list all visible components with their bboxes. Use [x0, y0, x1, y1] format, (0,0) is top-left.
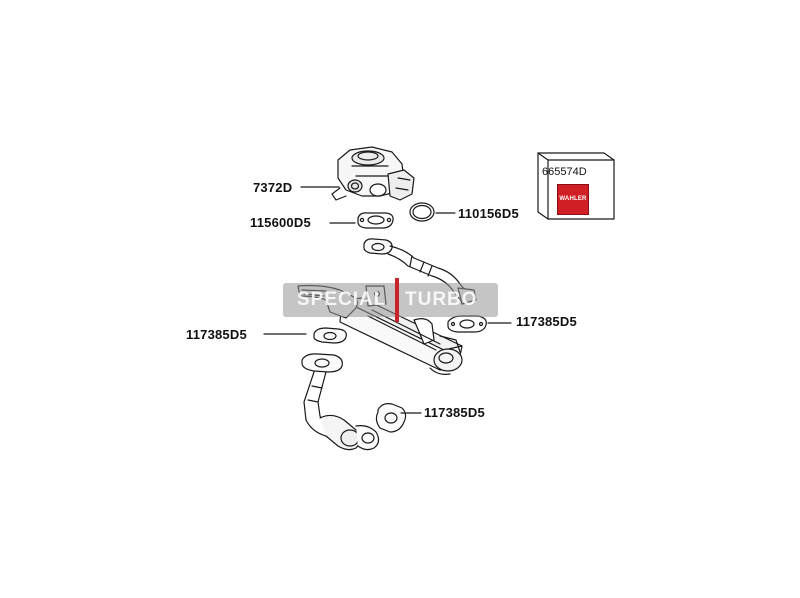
part-label-pipe-gasket-lower[interactable]: 117385D5 — [424, 405, 485, 420]
wahler-logo: WAHLER — [557, 184, 589, 215]
kit-code[interactable]: 665574D — [542, 166, 587, 178]
part-label-egr-valve[interactable]: 7372D — [253, 180, 293, 195]
part-label-o-ring[interactable]: 110156D5 — [458, 206, 519, 221]
part-label-cooler-gasket-right[interactable]: 117385D5 — [516, 314, 577, 329]
gasket-icon[interactable] — [357, 212, 394, 229]
wahler-logo-text: WAHLER — [559, 196, 587, 202]
pipe-icon[interactable] — [301, 353, 380, 451]
watermark-right-text: TURBO — [405, 289, 478, 310]
watermark-divider — [395, 278, 399, 322]
gasket-icon[interactable] — [447, 315, 487, 333]
gasket-icon[interactable] — [375, 403, 407, 433]
o-ring-icon[interactable] — [409, 202, 435, 222]
part-label-cooler-gasket-left[interactable]: 117385D5 — [186, 327, 247, 342]
egr-valve-icon[interactable] — [331, 146, 415, 201]
watermark-bar: SPECIAL TURBO — [283, 283, 498, 317]
part-label-valve-gasket[interactable]: 115600D5 — [250, 215, 311, 230]
watermark-left-text: SPECIAL — [297, 289, 387, 310]
gasket-icon[interactable] — [313, 327, 347, 344]
